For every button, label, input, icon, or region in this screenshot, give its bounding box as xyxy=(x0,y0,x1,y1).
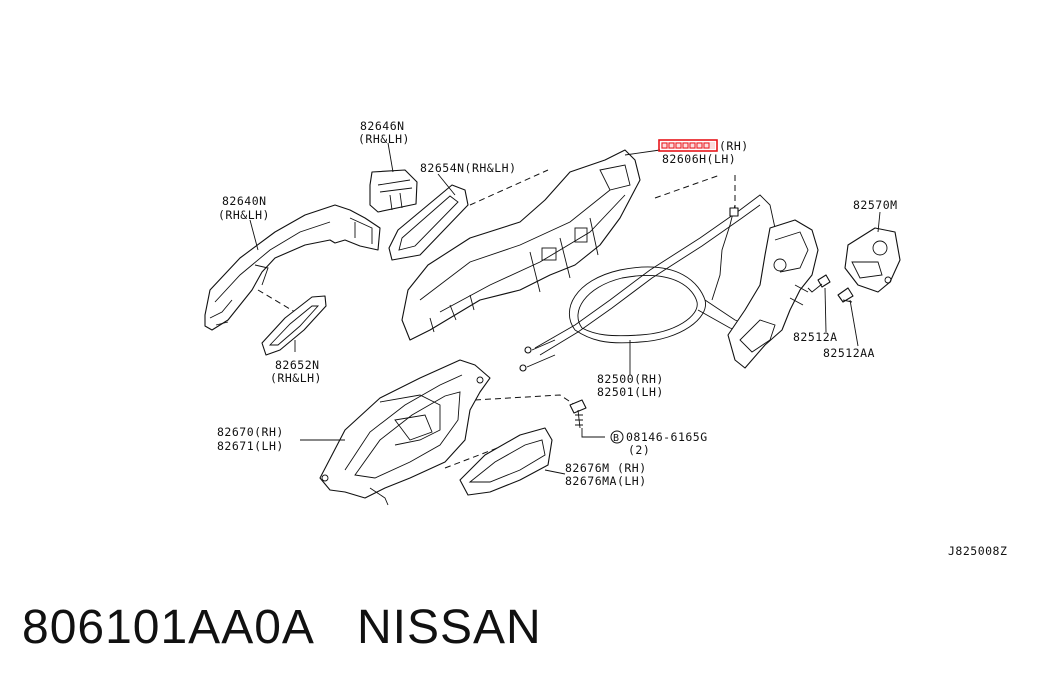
label-82646N: 82646N xyxy=(360,119,405,133)
label-08146-prefix: B xyxy=(613,433,620,444)
part-08146-6165G-bolt[interactable] xyxy=(569,399,587,429)
footer-brand: NISSAN xyxy=(357,601,542,654)
label-82654N: 82654N(RH&LH) xyxy=(420,161,517,175)
label-82640N-side: (RH&LH) xyxy=(218,208,270,222)
part-82670-inside-handle[interactable] xyxy=(319,359,491,506)
label-08146-qty: (2) xyxy=(628,443,650,457)
label-82671: 82671(LH) xyxy=(217,439,284,453)
label-82670: 82670(RH) xyxy=(217,425,284,439)
part-82652N-gasket[interactable] xyxy=(261,295,327,356)
part-82676M-inside-escutcheon[interactable] xyxy=(459,427,553,496)
footer-part-number: 806101AA0A xyxy=(22,601,315,654)
highlighted-part-number-82606H[interactable] xyxy=(661,142,715,149)
label-82676MA: 82676MA(LH) xyxy=(565,474,647,488)
label-82646N-side: (RH&LH) xyxy=(358,132,410,146)
part-door-lock-actuator[interactable] xyxy=(727,219,819,369)
part-82512AA-screw[interactable] xyxy=(837,287,854,303)
part-82646N-escutcheon[interactable] xyxy=(369,169,418,213)
highlight-box xyxy=(658,139,718,152)
label-82606H-rh: (RH) xyxy=(719,139,749,153)
leader-lines xyxy=(249,142,881,475)
bolt-callout-circle-icon xyxy=(610,430,624,444)
label-82500: 82500(RH) xyxy=(597,372,664,386)
part-82640N-outside-handle[interactable] xyxy=(204,204,381,331)
label-82640N: 82640N xyxy=(222,194,267,208)
part-labels: 82646N (RH&LH) 82654N(RH&LH) 82640N (RH&… xyxy=(217,119,1007,558)
label-82570M: 82570M xyxy=(853,198,898,212)
label-82606H-lh: 82606H(LH) xyxy=(662,152,736,166)
label-82676M: 82676M (RH) xyxy=(565,461,647,475)
label-82652N-side: (RH&LH) xyxy=(270,371,322,385)
label-82512AA: 82512AA xyxy=(823,346,875,360)
part-82512A-screw[interactable] xyxy=(807,274,831,293)
label-82652N: 82652N xyxy=(275,358,320,372)
part-82654N-gasket[interactable] xyxy=(388,184,469,261)
label-82512A: 82512A xyxy=(793,330,838,344)
diagram-code: J825008Z xyxy=(948,544,1007,558)
label-82501: 82501(LH) xyxy=(597,385,664,399)
part-82606H-handle-frame[interactable] xyxy=(401,149,641,341)
part-82570M-striker[interactable] xyxy=(844,227,901,293)
label-08146: 08146-6165G xyxy=(626,430,708,444)
